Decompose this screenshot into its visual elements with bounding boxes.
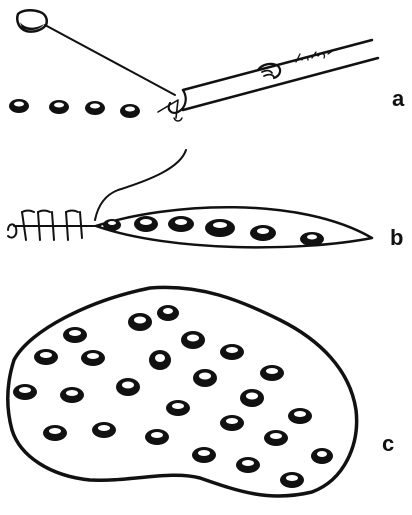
panel-label-b: b (390, 225, 403, 250)
panel-label-a: a (392, 86, 405, 111)
seed-scatter-c (13, 305, 333, 488)
seed-row-a (9, 99, 140, 118)
furrow-icon (8, 150, 372, 247)
seed-dropper-icon (17, 10, 378, 121)
panel-label-c: c (382, 431, 394, 456)
panel-a: a (9, 10, 405, 121)
panel-c: c (8, 287, 395, 496)
panel-b: b (8, 150, 403, 250)
broadcast-area-icon (8, 287, 357, 496)
seed-row-b (103, 216, 324, 246)
